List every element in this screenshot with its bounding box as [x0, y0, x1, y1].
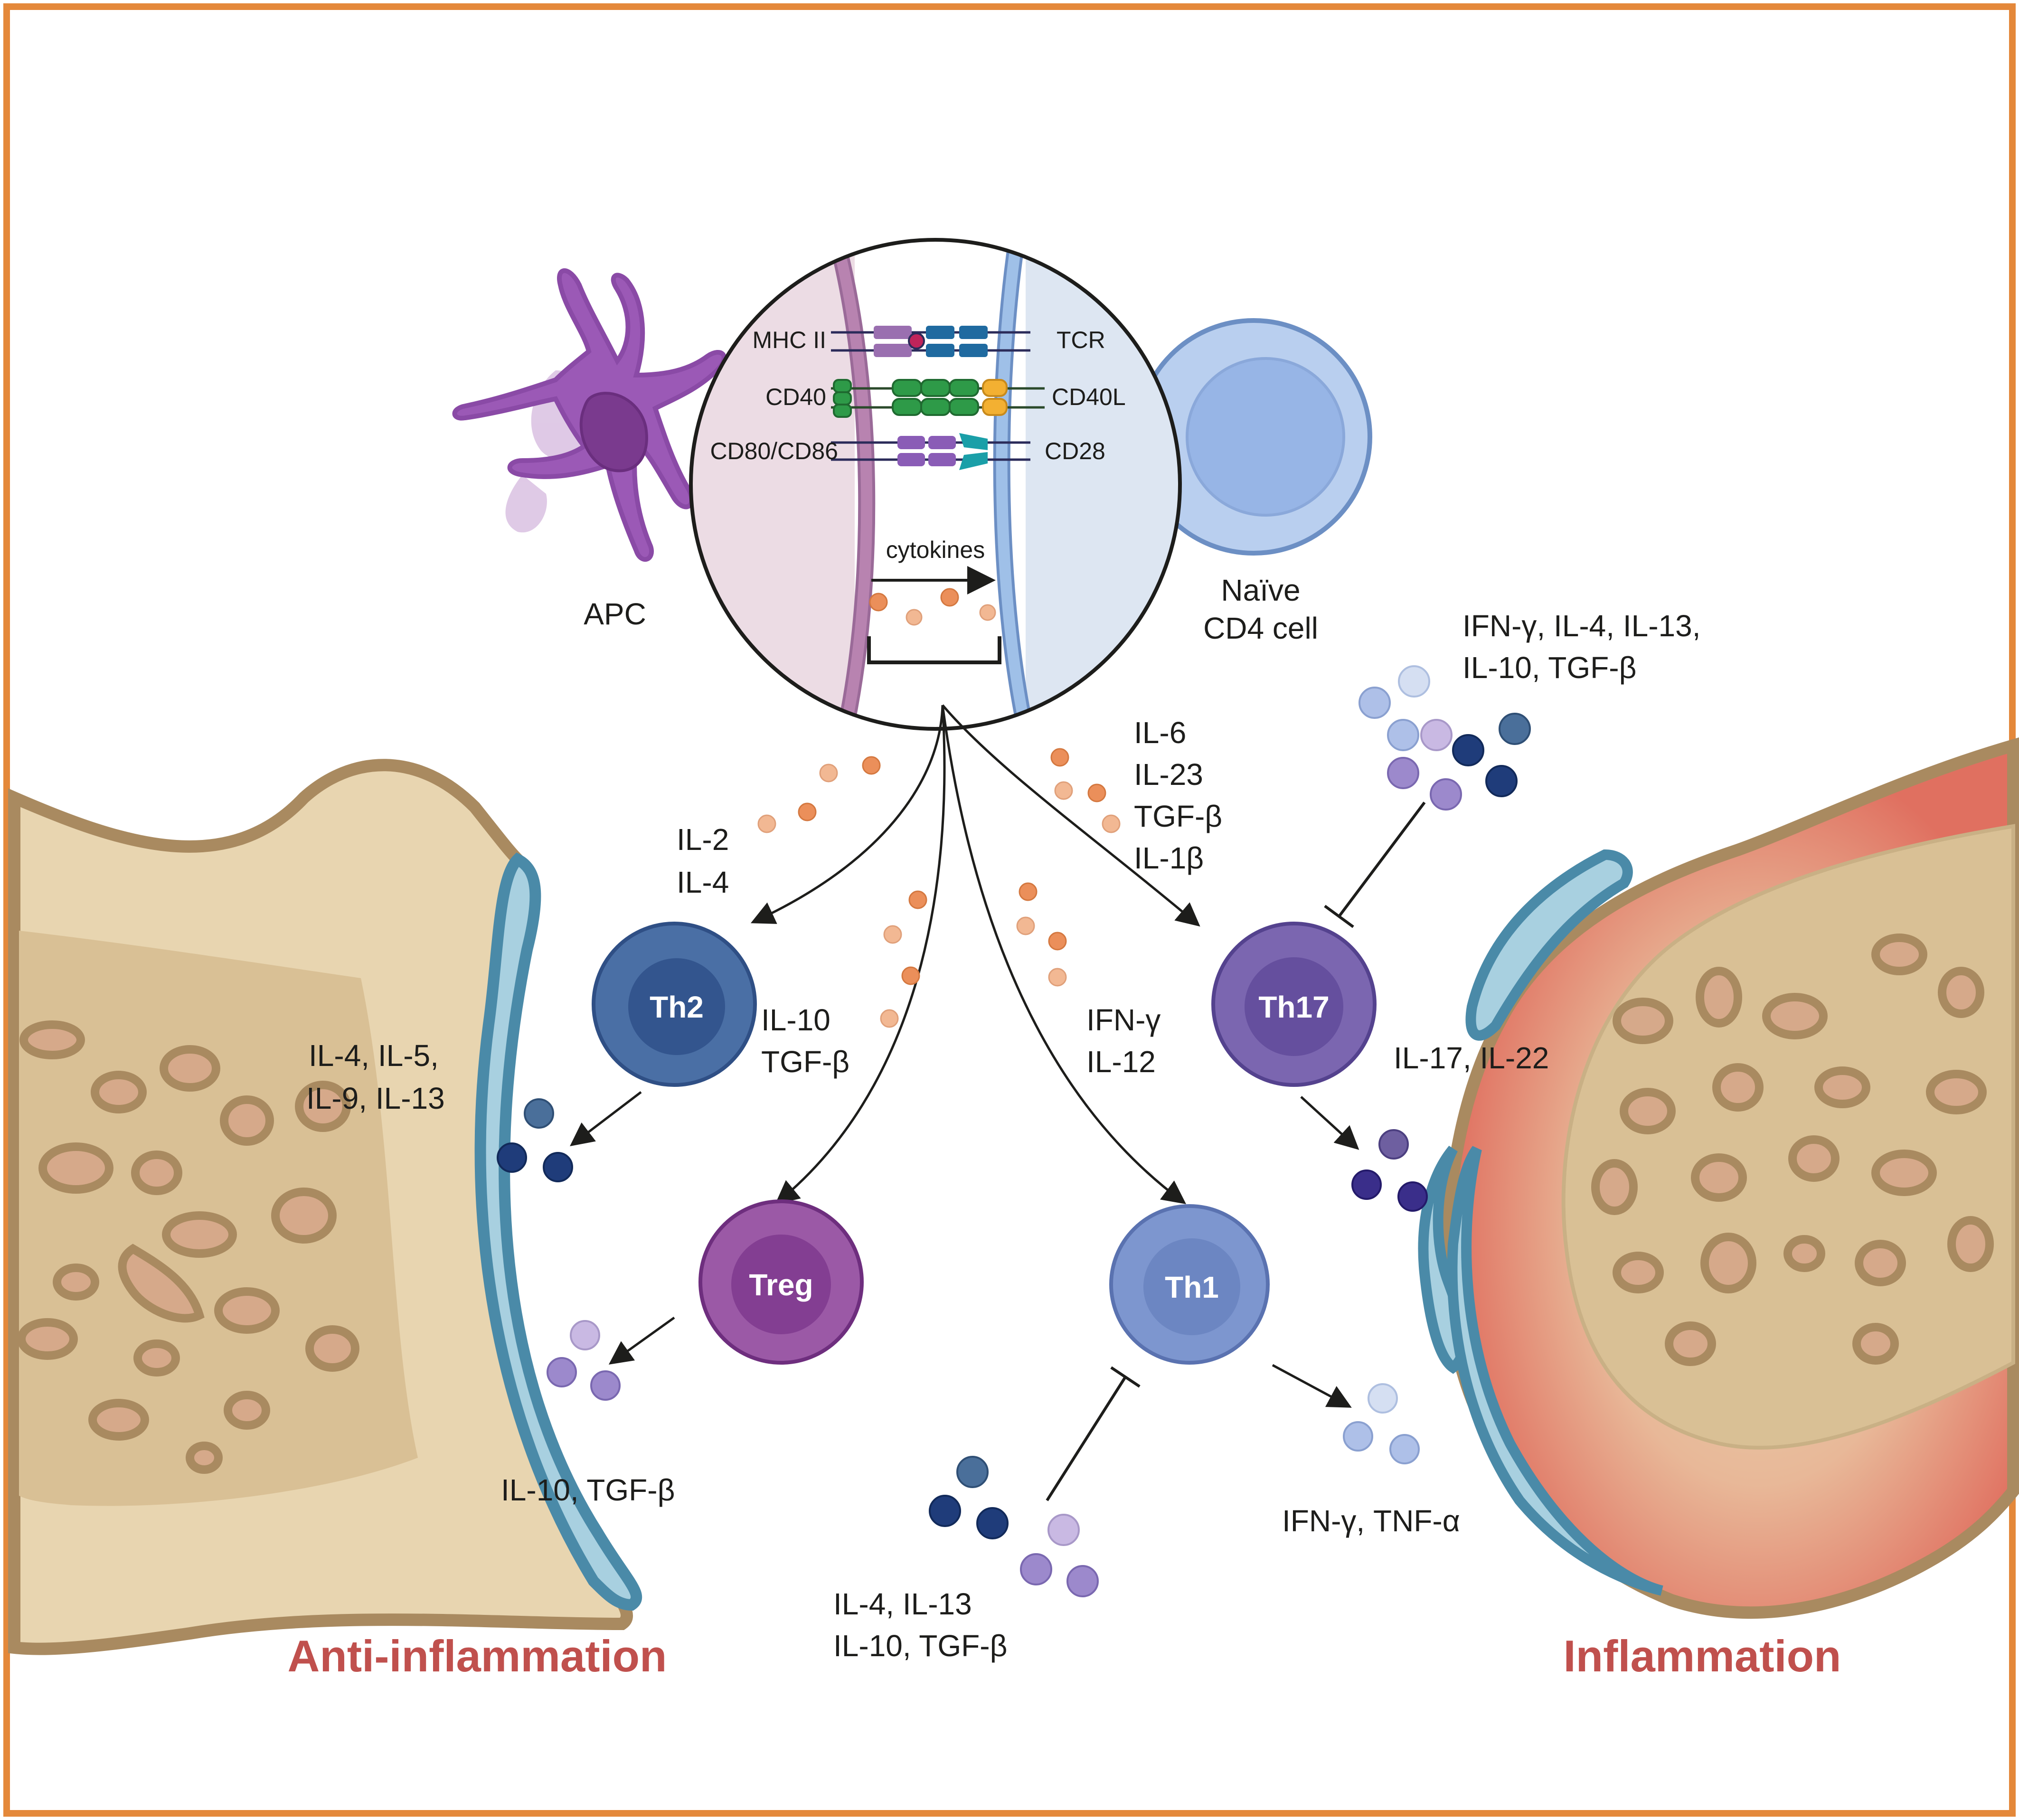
mhc-label: MHC II	[752, 327, 826, 353]
naive-label-line2: CD4 cell	[1203, 611, 1318, 645]
treg-products: IL-10, TGF-β	[501, 1473, 675, 1507]
inflammation-label: Inflammation	[1564, 1631, 1841, 1681]
receptor-icon-cd40	[831, 379, 1045, 418]
apc-nucleus	[579, 392, 648, 472]
th1-inducer-1: IFN-γ	[1086, 1003, 1160, 1037]
th1-label: Th1	[1165, 1270, 1219, 1304]
right-cartilage	[1418, 849, 1663, 1596]
th17-label: Th17	[1258, 990, 1329, 1024]
th2-product-dots	[497, 1098, 573, 1182]
th17-products: IL-17, IL-22	[1394, 1041, 1549, 1075]
th2-product-1: IL-4, IL-5,	[309, 1038, 439, 1073]
th1-inhibitor-dots	[929, 1456, 1099, 1597]
th1-cell	[1109, 1204, 1270, 1365]
naive-label-line1: Naïve	[1221, 573, 1300, 607]
th17-inducer-4: IL-1β	[1134, 841, 1204, 875]
th17-cell	[1211, 922, 1377, 1087]
arrow-to-th2	[750, 705, 944, 924]
inhibition-icon-th1	[1046, 1366, 1141, 1501]
dendritic-cell-icon	[452, 268, 726, 562]
treg-label: Treg	[749, 1268, 813, 1302]
right-bone	[1441, 737, 2019, 1619]
th2-label: Th2	[650, 990, 704, 1024]
th2-inducer-1: IL-2	[677, 822, 729, 857]
th1-inhibitor-2: IL-10, TGF-β	[833, 1629, 1007, 1663]
cd80-label: CD80/CD86	[710, 438, 838, 464]
right-marrow	[1561, 824, 2015, 1450]
th1-inhibitor-1: IL-4, IL-13	[833, 1587, 972, 1621]
cytokine-dots-zoom	[869, 588, 996, 626]
treg-product-dots	[547, 1320, 621, 1401]
cd40l-label: CD40L	[1052, 384, 1126, 410]
cd28-label: CD28	[1045, 438, 1105, 464]
arrow-to-treg	[775, 705, 946, 1205]
th17-inhibitor-2: IL-10, TGF-β	[1462, 651, 1636, 685]
differentiation-arrows	[750, 704, 1200, 1205]
arrow-to-th17	[942, 704, 1200, 927]
th17-inducer-3: TGF-β	[1134, 799, 1222, 833]
bracket	[867, 636, 1001, 664]
right-pores	[1591, 934, 1994, 1366]
th1-product-dots	[1343, 1383, 1420, 1464]
left-pores	[17, 1020, 359, 1474]
receptor-icon	[831, 326, 1030, 357]
inducer-dots	[757, 748, 1121, 1028]
product-arrows	[570, 1091, 1359, 1408]
th1-products: IFN-γ, TNF-α	[1282, 1504, 1460, 1538]
treg-inducer-2: TGF-β	[761, 1045, 849, 1079]
treg-cell	[698, 1199, 864, 1365]
inhibition-icon	[1324, 802, 1426, 928]
left-bone	[8, 759, 633, 1655]
tcr-label: TCR	[1057, 327, 1105, 353]
receptor-icon-cd28	[831, 433, 1030, 470]
cytokines-label: cytokines	[886, 537, 985, 563]
synapse-zoom: MHC II TCR CD40 CD40L	[689, 238, 1182, 731]
arrow-to-th1	[941, 705, 1187, 1204]
treg-inducer-1: IL-10	[761, 1003, 830, 1037]
th2-product-2: IL-9, IL-13	[306, 1081, 445, 1115]
apc-label: APC	[584, 597, 646, 631]
th2-cell	[592, 922, 757, 1087]
anti-inflammation-label: Anti-inflammation	[288, 1631, 667, 1681]
th17-inhibitor-1: IFN-γ, IL-4, IL-13,	[1462, 609, 1700, 643]
cd40-label: CD40	[765, 384, 826, 410]
th17-inducer-2: IL-23	[1134, 757, 1203, 792]
th17-inducer-1: IL-6	[1134, 716, 1186, 750]
left-cartilage	[474, 852, 642, 1611]
th17-inhibitor-dots	[1359, 665, 1531, 811]
th2-inducer-2: IL-4	[677, 865, 729, 899]
th1-inducer-2: IL-12	[1086, 1045, 1156, 1079]
th17-product-dots	[1351, 1129, 1428, 1212]
naive-cd4-cell	[1135, 318, 1372, 556]
